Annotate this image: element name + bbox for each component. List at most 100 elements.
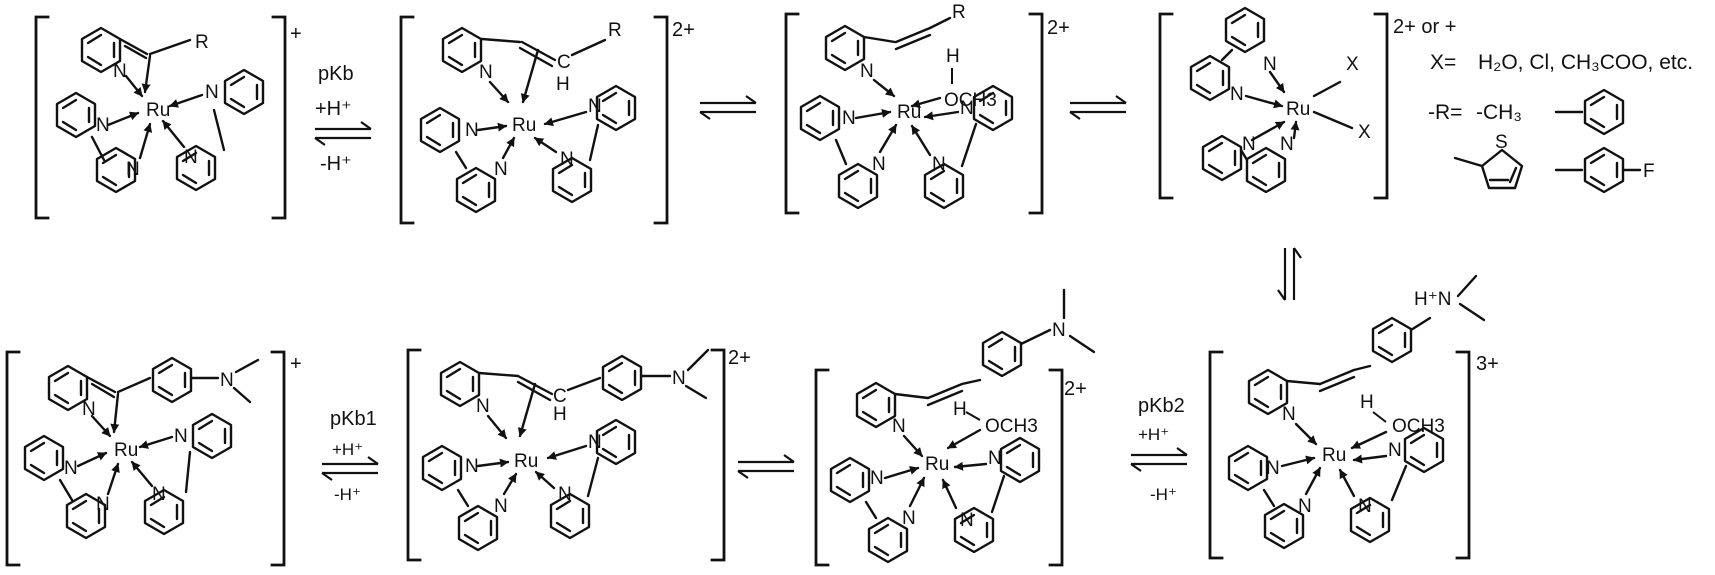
- atom-n: N: [932, 154, 946, 175]
- equilibrium-bottom-1: pKb1 +H⁺ -H⁺: [320, 408, 380, 504]
- atom-r: R: [195, 32, 209, 53]
- r-key-label: -R=: [1428, 101, 1462, 124]
- atom-n: N: [558, 484, 572, 505]
- atom-n: N: [184, 147, 198, 168]
- charge-7: 2+: [1064, 378, 1087, 400]
- atom-n: N: [560, 149, 574, 170]
- complex-8: N H⁺N H OCH3 Ru N N N N 3+: [1208, 274, 1499, 560]
- atom-och3: OCH3: [944, 90, 997, 111]
- ru-label: Ru: [925, 454, 949, 475]
- atom-n: N: [220, 370, 234, 391]
- atom-s: S: [1495, 132, 1508, 153]
- atom-n: N: [64, 458, 78, 479]
- atom-h: H: [953, 399, 967, 420]
- cond-bot4-pk: pKb2: [1138, 395, 1185, 417]
- atom-och3: OCH3: [985, 416, 1038, 437]
- complex-7: N N H OCH3 Ru N N N N 2+: [814, 288, 1096, 567]
- atom-n: N: [588, 432, 602, 453]
- atom-n: N: [588, 96, 602, 117]
- atom-n: N: [1263, 54, 1277, 75]
- atom-n: N: [1298, 496, 1312, 517]
- charge-5: +: [290, 353, 302, 375]
- x-key-label: X=: [1430, 51, 1456, 74]
- atom-x: X: [1358, 122, 1371, 143]
- ru-label: Ru: [514, 451, 538, 472]
- substituent-key: X= H₂O, Cl, CH₃COO, etc. -R= -CH₃ S F: [1428, 51, 1693, 194]
- atom-n: N: [113, 61, 127, 82]
- atom-n: N: [672, 368, 686, 389]
- atom-n: N: [479, 62, 493, 83]
- charge-1: +: [290, 23, 302, 45]
- cond-bot1-pk: pKb1: [330, 408, 377, 430]
- atom-n: N: [988, 448, 1002, 469]
- cond-bot1-plus: +H⁺: [332, 440, 363, 459]
- atom-och3: OCH3: [1392, 416, 1445, 437]
- phenyl-ring: [1583, 88, 1625, 136]
- ru-label: Ru: [1286, 99, 1310, 120]
- atom-n: N: [960, 98, 974, 119]
- equilibrium-bottom-2: [736, 453, 796, 480]
- atom-n: N: [1052, 320, 1066, 341]
- cond-top1-minus: -H⁺: [320, 153, 352, 175]
- atom-n: N: [96, 115, 110, 136]
- atom-c: C: [557, 52, 571, 73]
- ru-label: Ru: [897, 102, 921, 123]
- x-key-values: H₂O, Cl, CH₃COO, etc.: [1478, 51, 1693, 74]
- complex-1: N R Ru N N N N +: [34, 15, 302, 220]
- charge-8: 3+: [1476, 353, 1499, 375]
- ru-label: Ru: [114, 440, 138, 461]
- complex-3: N R H OCH3 Ru N N N N 2+: [784, 2, 1070, 215]
- equilibrium-top-1: pKb +H⁺ -H⁺: [313, 63, 373, 175]
- atom-x: X: [1346, 54, 1359, 75]
- atom-n: N: [1358, 496, 1372, 517]
- atom-h: H: [556, 74, 570, 95]
- atom-n: N: [860, 61, 874, 82]
- equilibrium-bottom-3: pKb2 +H⁺ -H⁺: [1129, 395, 1189, 504]
- atom-n: N: [82, 399, 96, 420]
- atom-n: N: [96, 494, 110, 515]
- atom-n: N: [465, 456, 479, 477]
- atom-n: N: [1230, 84, 1244, 105]
- atom-n: N: [1282, 404, 1296, 425]
- atom-r: R: [608, 20, 622, 41]
- atom-r: R: [952, 2, 966, 23]
- cond-bot4-plus: +H⁺: [1138, 425, 1169, 444]
- charge-3: 2+: [1047, 17, 1070, 39]
- r-key-methyl: -CH₃: [1476, 101, 1522, 124]
- charge-2: 2+: [672, 19, 695, 41]
- cond-top1-pk: pKb: [318, 63, 354, 85]
- atom-n: N: [842, 108, 856, 129]
- atom-n: N: [892, 416, 906, 437]
- atom-h: H: [1360, 392, 1374, 413]
- atom-f: F: [1643, 161, 1655, 182]
- atom-n: N: [174, 426, 188, 447]
- complex-6: N C H N Ru N N N N 2+: [406, 347, 751, 562]
- cond-bot1-minus: -H⁺: [334, 485, 361, 504]
- atom-n: N: [465, 120, 479, 141]
- complex-4: N N Ru X X N N 2+ or +: [1158, 6, 1456, 200]
- atom-hplus-n: H⁺N: [1414, 289, 1451, 310]
- atom-h: H: [553, 404, 567, 425]
- charge-4: 2+ or +: [1393, 16, 1456, 38]
- atom-n: N: [960, 510, 974, 531]
- atom-n: N: [476, 396, 490, 417]
- atom-n: N: [870, 468, 884, 489]
- complex-5: N N Ru N N N N +: [5, 350, 302, 567]
- atom-n: N: [152, 484, 166, 505]
- complex-2: N C H R Ru N N N N 2+: [399, 15, 695, 225]
- ru-label: Ru: [512, 115, 536, 136]
- cond-top1-plus: +H⁺: [315, 98, 352, 120]
- atom-n: N: [1266, 458, 1280, 479]
- fluorophenyl-ring: [1583, 146, 1625, 194]
- atom-n: N: [205, 82, 219, 103]
- atom-c: C: [553, 386, 567, 407]
- atom-n: N: [872, 154, 886, 175]
- atom-n: N: [1242, 134, 1256, 155]
- atom-n: N: [126, 159, 140, 180]
- atom-n: N: [1388, 440, 1402, 461]
- ru-label: Ru: [146, 100, 170, 121]
- atom-n: N: [494, 496, 508, 517]
- atom-n: N: [494, 159, 508, 180]
- equilibrium-top-2: [698, 94, 758, 121]
